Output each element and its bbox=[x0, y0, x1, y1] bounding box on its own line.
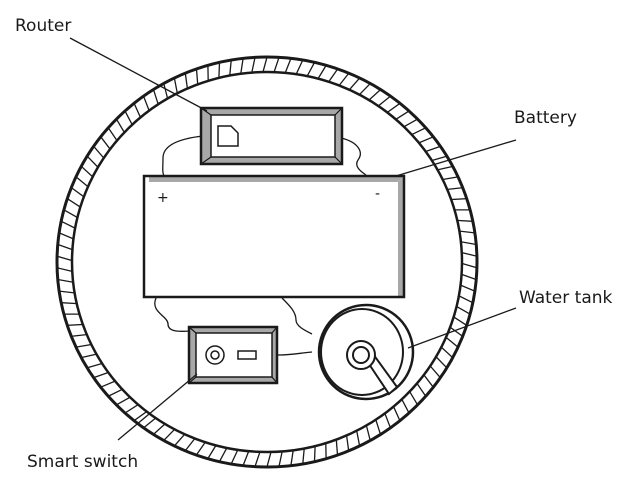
battery-side-bevel bbox=[398, 176, 404, 297]
label-smart-switch: Smart switch bbox=[27, 452, 138, 472]
label-router: Router bbox=[15, 16, 71, 36]
switch-led-indicator bbox=[237, 350, 257, 360]
wire-router-battery-right bbox=[340, 137, 367, 176]
leader-router bbox=[69, 37, 208, 112]
casing-ring bbox=[55, 55, 479, 469]
router bbox=[199, 106, 344, 166]
battery: + - bbox=[142, 174, 406, 299]
battery-positive-terminal: + bbox=[157, 190, 169, 206]
tank-cap-inner bbox=[352, 346, 370, 364]
label-water-tank: Water tank bbox=[519, 288, 613, 308]
casing-outer-edge bbox=[55, 55, 479, 469]
battery-top-bevel bbox=[149, 176, 404, 182]
battery-body bbox=[142, 174, 406, 299]
smart-switch bbox=[187, 325, 279, 385]
leader-battery bbox=[395, 139, 517, 177]
wires bbox=[154, 135, 367, 356]
wire-router-battery-left bbox=[162, 135, 204, 177]
label-battery: Battery bbox=[514, 108, 577, 128]
leader-water-tank bbox=[407, 307, 517, 349]
battery-negative-terminal: - bbox=[375, 186, 380, 202]
casing-inner-edge bbox=[70, 70, 464, 454]
leader-smart-switch bbox=[117, 373, 198, 441]
water-tank bbox=[317, 303, 415, 401]
wire-battery-tank bbox=[281, 297, 313, 335]
router-sim-icon bbox=[217, 125, 239, 147]
wire-switch-tank bbox=[277, 351, 313, 356]
wire-battery-switch-left bbox=[154, 297, 191, 332]
leader-lines bbox=[69, 37, 517, 441]
